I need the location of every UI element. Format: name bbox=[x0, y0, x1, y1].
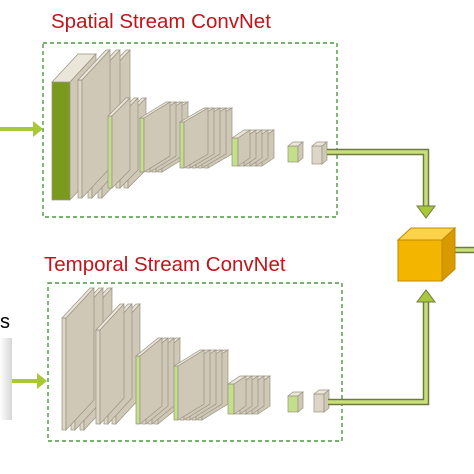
temporal-layer-6-slab-1 bbox=[287, 391, 304, 413]
temporal-to-fusion-line bbox=[328, 302, 430, 406]
fusion-block bbox=[396, 226, 457, 283]
cut-off-label: s bbox=[0, 312, 10, 332]
temporal-layer-4-slab-1 bbox=[172, 349, 206, 421]
temporal-stream-frame bbox=[47, 282, 343, 442]
temporal-input-arrow-head bbox=[37, 373, 47, 389]
spatial-layer-6-slab-1 bbox=[230, 129, 252, 167]
temporal-layer-1-slab-1 bbox=[61, 287, 95, 431]
spatial-layer-2-slab-1 bbox=[77, 49, 111, 199]
spatial-to-fusion-line bbox=[327, 148, 430, 208]
connectors bbox=[0, 121, 474, 406]
spatial-layer-5-slab-1 bbox=[178, 107, 210, 169]
temporal-to-fusion-arrowhead bbox=[416, 289, 436, 303]
temporal-stream-title: Temporal Stream ConvNet bbox=[44, 253, 286, 276]
temporal-layer-3-slab-1 bbox=[135, 337, 163, 425]
spatial-layer-8-slab-1 bbox=[311, 141, 328, 165]
spatial-stream-title: Spatial Stream ConvNet bbox=[51, 10, 271, 33]
spatial-stream-frame bbox=[42, 42, 338, 218]
spatial-to-fusion-arrowhead bbox=[416, 205, 436, 219]
temporal-to-fusion-line-inner bbox=[328, 302, 428, 404]
temporal-layer-5-slab-1 bbox=[226, 375, 248, 415]
spatial-layer-7-slab-1 bbox=[287, 141, 304, 163]
spatial-layer-stack bbox=[51, 49, 328, 201]
spatial-input-arrow-head bbox=[33, 121, 43, 137]
temporal-layer-2-slab-1 bbox=[95, 303, 125, 425]
input-image-edge bbox=[0, 338, 12, 420]
temporal-layer-7-slab-1 bbox=[313, 389, 330, 413]
spatial-layer-3-slab-1 bbox=[107, 97, 131, 189]
fusion-block-front bbox=[397, 239, 443, 282]
spatial-to-fusion-line-inner bbox=[327, 150, 428, 208]
temporal-layer-stack bbox=[61, 287, 330, 431]
spatial-layer-4-slab-1 bbox=[138, 101, 172, 173]
